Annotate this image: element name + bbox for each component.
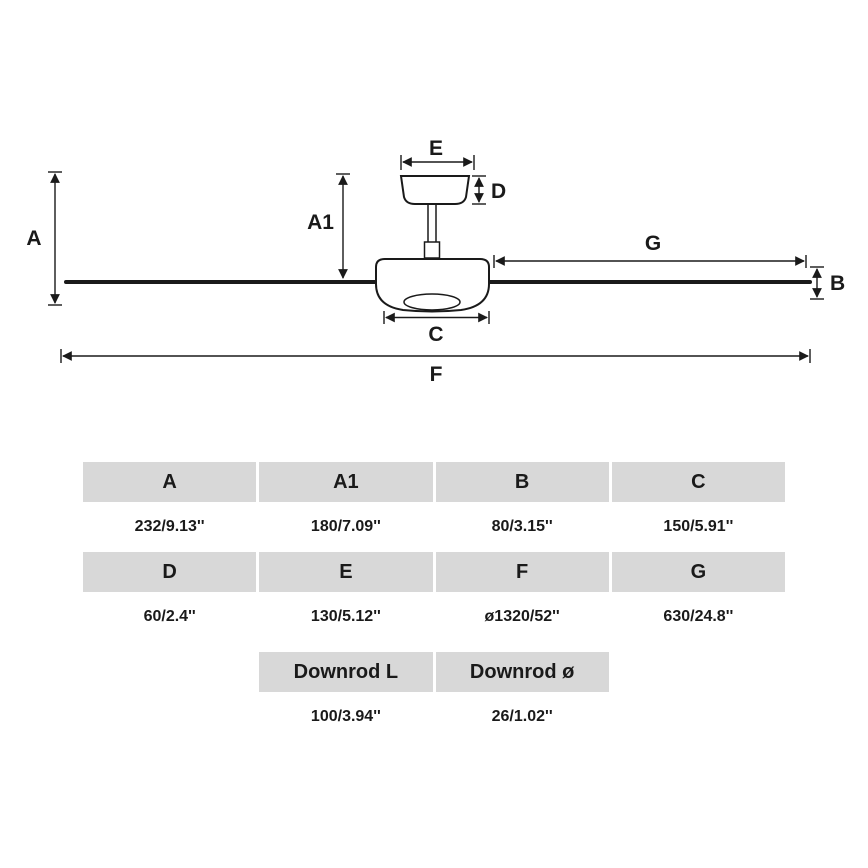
light-lens <box>403 293 461 311</box>
spacer-cell <box>83 692 257 742</box>
dimension-e <box>400 155 475 170</box>
dimension-a <box>48 171 62 306</box>
value-cell-b: 80/3.15'' <box>435 502 609 552</box>
value-cell-d: 60/2.4'' <box>83 592 257 642</box>
dimension-g <box>493 255 807 268</box>
value-cell-c: 150/5.91'' <box>611 502 785 552</box>
header-cell-a: A <box>83 462 257 502</box>
dimension-f <box>60 349 811 363</box>
value-cell-downrod-l: 100/3.94'' <box>259 692 433 742</box>
dimension-c <box>383 311 490 324</box>
dimension-b-label: B <box>830 272 845 295</box>
dimension-f-label: F <box>430 363 443 386</box>
table-header-row-2: D E F G <box>83 552 785 592</box>
header-cell-e: E <box>259 552 433 592</box>
value-cell-f: ø1320/52'' <box>435 592 609 642</box>
fan-dimension-diagram: A A1 E D <box>0 0 868 430</box>
dimension-a1 <box>336 173 350 279</box>
dimension-e-label: E <box>429 137 443 160</box>
dimension-d <box>472 175 486 205</box>
table-header-row-3: Downrod L Downrod ø <box>83 652 785 692</box>
spacer-cell <box>612 652 785 692</box>
value-cell-g: 630/24.8'' <box>611 592 785 642</box>
value-cell-downrod-dia: 26/1.02'' <box>435 692 609 742</box>
value-cell-a: 232/9.13'' <box>83 502 257 552</box>
downrod-coupler <box>423 241 441 259</box>
header-cell-c: C <box>611 462 785 502</box>
value-cell-a1: 180/7.09'' <box>259 502 433 552</box>
table-value-row-2: 60/2.4'' 130/5.12'' ø1320/52'' 630/24.8'… <box>83 592 785 642</box>
dimension-a-label: A <box>26 227 41 250</box>
value-cell-e: 130/5.12'' <box>259 592 433 642</box>
fan-diagram-svg: A A1 E D <box>26 137 845 386</box>
table-header-row-1: A A1 B C <box>83 462 785 502</box>
dimension-a1-label: A1 <box>307 211 334 234</box>
table-value-row-3: 100/3.94'' 26/1.02'' <box>83 692 785 742</box>
header-cell-a1: A1 <box>259 462 433 502</box>
spacer-cell <box>83 652 256 692</box>
dimension-c-label: C <box>428 323 443 346</box>
header-cell-g: G <box>611 552 785 592</box>
header-cell-downrod-l: Downrod L <box>259 652 433 692</box>
table-value-row-1: 232/9.13'' 180/7.09'' 80/3.15'' 150/5.91… <box>83 502 785 552</box>
dimension-g-label: G <box>645 232 661 255</box>
header-cell-b: B <box>435 462 609 502</box>
header-cell-f: F <box>435 552 609 592</box>
fan-motor-body <box>375 258 490 313</box>
dimension-b <box>810 266 824 300</box>
header-cell-downrod-dia: Downrod ø <box>435 652 609 692</box>
header-cell-d: D <box>83 552 257 592</box>
dimension-table: A A1 B C 232/9.13'' 180/7.09'' 80/3.15''… <box>83 462 785 742</box>
spacer-cell <box>611 692 785 742</box>
dimension-d-label: D <box>491 180 506 203</box>
canopy <box>399 175 471 205</box>
